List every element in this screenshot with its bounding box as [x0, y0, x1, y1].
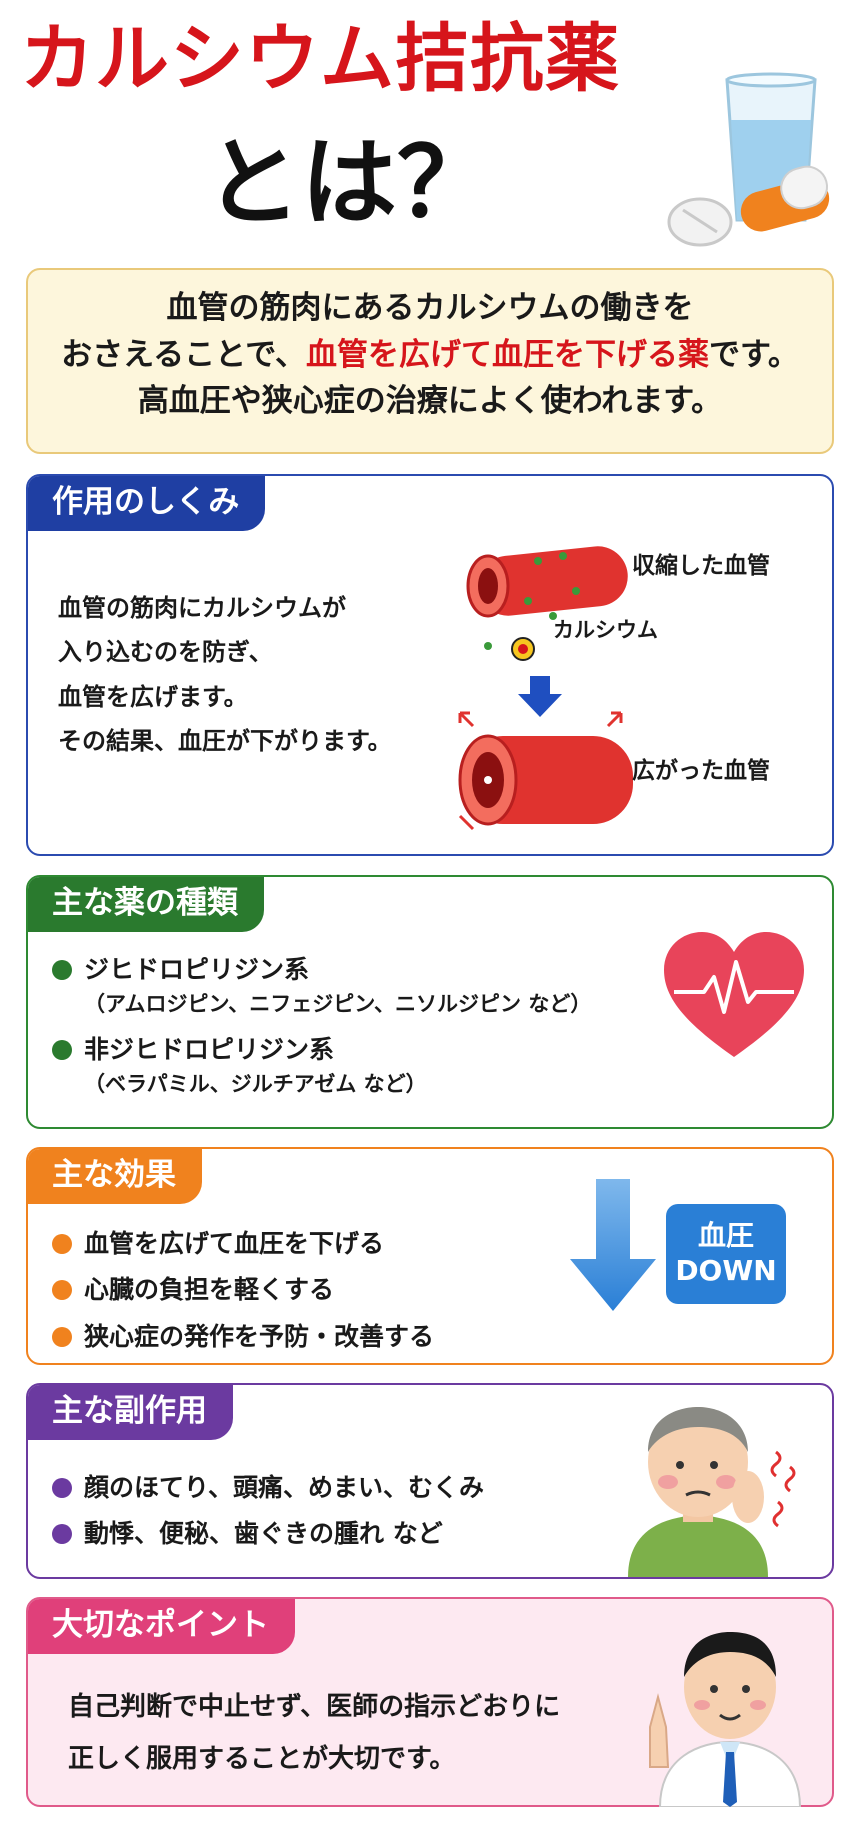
- point-title: 大切なポイント: [28, 1599, 295, 1655]
- list-item: 心臓の負担を軽くする: [48, 1267, 434, 1313]
- list-item: 顔のほてり、頭痛、めまい、むくみ: [48, 1465, 484, 1511]
- page-title: カルシウム拮抗薬: [20, 16, 620, 102]
- page-subtitle: とは？: [205, 127, 493, 239]
- list-item: 非ジヒドロピリジン系: [48, 1027, 591, 1073]
- heart-icon: [664, 932, 804, 1057]
- label-dilated: 広がった血管: [632, 758, 770, 784]
- types-list: ジヒドロピリジン系 （アムロジピン、ニフェジピン、ニソルジピン など） 非ジヒド…: [48, 947, 591, 1107]
- types-title: 主な薬の種類: [28, 877, 264, 933]
- list-item-detail: （アムロジピン、ニフェジピン、ニソルジピン など）: [84, 992, 592, 1017]
- list-item: 狭心症の発作を予防・改善する: [48, 1314, 434, 1360]
- effects-card: 主な効果 血管を広げて血圧を下げる 心臓の負担を軽くする 狭心症の発作を予防・改…: [26, 1147, 834, 1365]
- mechanism-card: 作用のしくみ 血管の筋肉にカルシウムが 入り込むのを防ぎ、 血管を広げます。 そ…: [26, 474, 834, 856]
- list-item-detail: （ベラパミル、ジルチアゼム など）: [84, 1072, 427, 1096]
- types-card: 主な薬の種類 ジヒドロピリジン系 （アムロジピン、ニフェジピン、ニソルジピン な…: [26, 875, 834, 1129]
- point-text: 自己判断で中止せず、医師の指示どおりに 正しく服用することが大切です。: [68, 1692, 561, 1774]
- doctor-illustration: [649, 1632, 802, 1807]
- intro-line1: 血管の筋肉にあるカルシウムの働きを: [166, 290, 694, 326]
- down-arrow-icon: [570, 1179, 656, 1311]
- intro-line3: 高血圧や狭心症の治療によく使われます。: [137, 383, 723, 419]
- effects-list: 血管を広げて血圧を下げる 心臓の負担を軽くする 狭心症の発作を予防・改善する: [48, 1221, 434, 1360]
- side-effects-title: 主な副作用: [28, 1385, 233, 1441]
- list-item: ジヒドロピリジン系: [48, 947, 591, 993]
- intro-line2: おさえることで、血管を広げて血圧を下げる薬です。: [61, 336, 799, 373]
- effects-title: 主な効果: [28, 1149, 202, 1205]
- label-calcium: カルシウム: [553, 618, 658, 642]
- intro-box: 血管の筋肉にあるカルシウムの働きを おさえることで、血管を広げて血圧を下げる薬で…: [26, 268, 834, 454]
- label-constricted: 収縮した血管: [632, 553, 770, 579]
- list-item: 血管を広げて血圧を下げる: [48, 1221, 434, 1267]
- blood-vessel-diagram: [458, 546, 633, 831]
- list-item: 動悸、便秘、歯ぐきの腫れ など: [48, 1511, 484, 1557]
- side-effects-card: 主な副作用 顔のほてり、頭痛、めまい、むくみ 動悸、便秘、歯ぐきの腫れ など: [26, 1383, 834, 1579]
- point-card: 大切なポイント 自己判断で中止せず、医師の指示どおりに 正しく服用することが大切…: [26, 1597, 834, 1807]
- intro-highlight: 血管を広げて血圧を下げる薬: [306, 336, 709, 373]
- side-effects-list: 顔のほてり、頭痛、めまい、むくみ 動悸、便秘、歯ぐきの腫れ など: [48, 1465, 484, 1558]
- mechanism-title: 作用のしくみ: [28, 476, 266, 532]
- medicine-glass-icon: [667, 72, 830, 247]
- bp-down-badge: 血圧 DOWN: [666, 1204, 786, 1304]
- elderly-man-headache-illustration: [628, 1407, 796, 1577]
- mechanism-text: 血管の筋肉にカルシウムが 入り込むのを防ぎ、 血管を広げます。 その結果、血圧が…: [58, 594, 392, 756]
